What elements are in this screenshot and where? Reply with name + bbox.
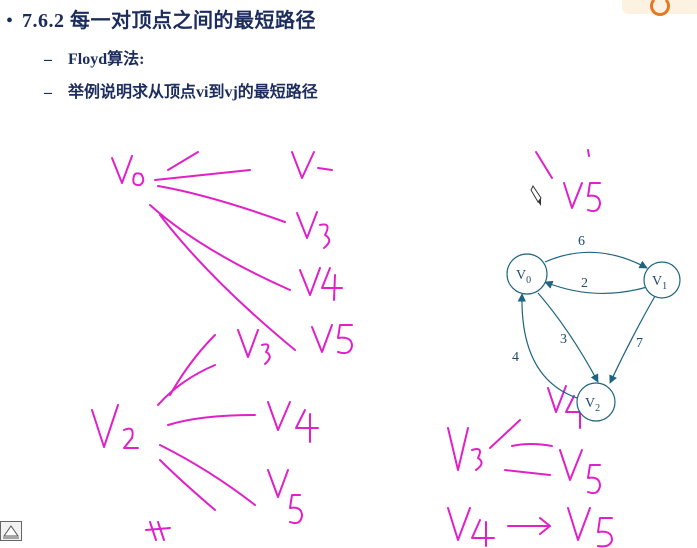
node-label: V (585, 396, 595, 411)
node-subscript: 2 (595, 403, 600, 414)
node-v2: V2 (576, 382, 616, 422)
hw-v3-b (237, 329, 271, 365)
hw-v4-b (267, 401, 319, 443)
edge-v0-v2 (537, 292, 599, 383)
hw-stroke (149, 204, 291, 291)
hw-stroke (159, 459, 216, 511)
node-label: V (516, 268, 526, 283)
node-subscript: 1 (662, 281, 667, 292)
sub-item-text: Floyd算法: (68, 51, 145, 68)
sub-item-floyd: –Floyd算法: (44, 45, 144, 69)
logo-swirl (650, 0, 670, 16)
hw-stroke (511, 443, 553, 447)
bullet-dot: • (6, 10, 14, 32)
hw-v4-a (299, 267, 343, 301)
hw-tick (587, 149, 590, 157)
edge-weight: 2 (581, 276, 588, 291)
triangle-icon (3, 525, 19, 539)
hw-stroke (157, 185, 286, 223)
svg-text:V0: V0 (516, 268, 531, 286)
hw-v3-c (447, 427, 483, 471)
edge-weight: 6 (578, 234, 585, 249)
hw-stroke (159, 444, 256, 506)
edge-v1-v0 (544, 280, 648, 295)
hw-v5-b (267, 469, 303, 525)
hw-stroke (489, 419, 521, 449)
hw-stroke (167, 414, 256, 426)
node-subscript: 0 (526, 275, 531, 286)
edge-weight: 4 (512, 350, 519, 365)
edge-weight: 3 (560, 332, 567, 347)
hw-marks (145, 521, 171, 541)
sub-item-example: –举例说明求从顶点vi到vj的最短路径 (44, 78, 318, 102)
hw-stroke (504, 469, 551, 476)
hw-v5-c (535, 151, 601, 213)
hw-v5-d (559, 449, 601, 495)
hw-v4-d (447, 507, 495, 547)
dash: – (44, 51, 52, 68)
hw-stroke (157, 364, 216, 406)
hw-stroke (167, 151, 199, 171)
hw-stroke (159, 214, 296, 351)
dash: – (44, 84, 52, 101)
title-line: • 7.6.2 每一对顶点之间的最短路径 (6, 4, 316, 33)
hw-v1-a (291, 151, 333, 179)
hw-v2 (91, 404, 139, 449)
edge-v1-v2 (609, 295, 656, 384)
node-label: V (652, 274, 662, 289)
edge-v2-v0 (517, 293, 581, 400)
logo-icon (622, 0, 697, 16)
edge-weight: 7 (636, 336, 643, 351)
hw-stroke (154, 169, 251, 181)
pen-cursor-icon (530, 185, 542, 206)
page-title: 7.6.2 每一对顶点之间的最短路径 (22, 10, 316, 32)
hw-v3-a (296, 211, 331, 249)
hw-v5-e (567, 507, 613, 548)
hw-v0 (111, 155, 145, 187)
svg-text:V2: V2 (585, 396, 600, 414)
node-v0: V0 (506, 253, 548, 295)
sub-item-text: 举例说明求从顶点vi到vj的最短路径 (68, 84, 318, 101)
hw-v5-a (311, 324, 353, 355)
edge-v0-v1 (544, 251, 648, 269)
svg-text:V1: V1 (652, 274, 667, 292)
hw-arrow (507, 517, 551, 535)
node-v1: V1 (643, 261, 681, 299)
slide-nav-icon[interactable] (0, 521, 22, 541)
